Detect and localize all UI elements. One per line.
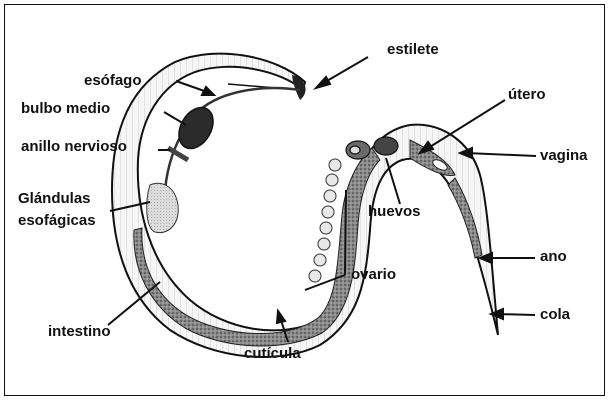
ovary-cells	[309, 159, 341, 282]
label-vagina: vagina	[540, 147, 588, 164]
label-bulbo-medio: bulbo medio	[21, 100, 110, 117]
label-glandulas-line1: Glándulas	[18, 190, 91, 207]
label-glandulas-line2: esofágicas	[18, 212, 96, 229]
label-intestino: intestino	[48, 323, 111, 340]
label-huevos: huevos	[368, 203, 421, 220]
label-anillo-nervioso: anillo nervioso	[21, 138, 127, 155]
head-cap	[292, 75, 306, 100]
median-bulb-shape	[172, 101, 220, 154]
label-cola: cola	[540, 306, 570, 323]
label-cuticula: cutícula	[244, 345, 301, 362]
label-utero: útero	[508, 86, 546, 103]
label-ovario: ovario	[351, 266, 396, 283]
label-esofago: esófago	[84, 72, 142, 89]
gland-region	[147, 183, 179, 232]
label-estilete: estilete	[387, 41, 439, 58]
label-ano: ano	[540, 248, 567, 265]
